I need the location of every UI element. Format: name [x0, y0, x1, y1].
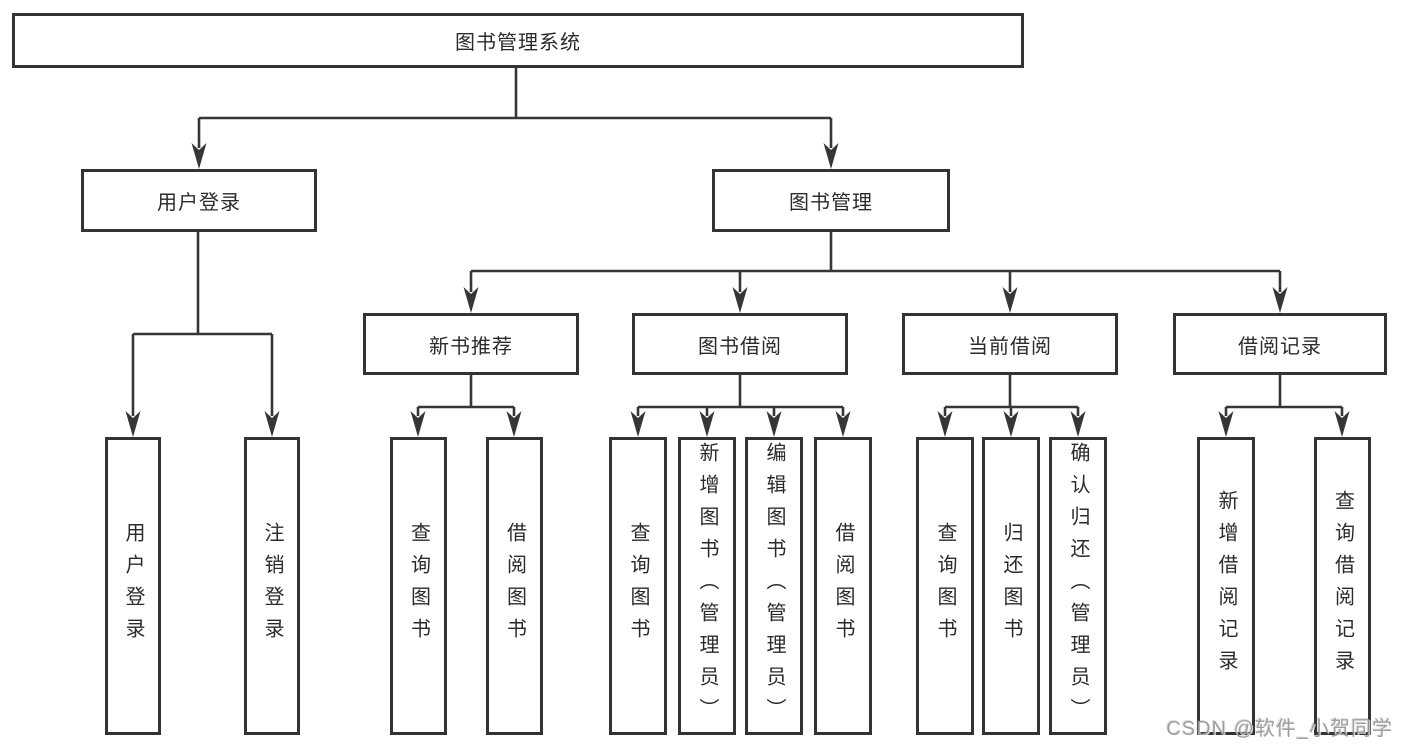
leaf-bb-borrow-books: 借阅图书	[814, 437, 872, 735]
leaf-user-login-label: 用户登录	[122, 522, 144, 650]
connector-book-borrow-to-leaves	[630, 374, 851, 437]
node-book-mgmt: 图书管理	[712, 169, 950, 232]
leaf-cb-confirm-return-admin: 确认归还（管理员）	[1049, 437, 1107, 735]
leaf-br-query-record: 查询借阅记录	[1314, 437, 1371, 735]
connector-book-mgmt-to-level3	[463, 231, 1288, 313]
leaf-logout: 注销登录	[244, 437, 300, 735]
node-new-book-rec: 新书推荐	[363, 313, 579, 375]
leaf-bb-edit-books-admin: 编辑图书（管理员）	[745, 437, 803, 735]
leaf-cb-return-books-label: 归还图书	[1000, 522, 1022, 650]
leaf-br-query-record-label: 查询借阅记录	[1331, 490, 1354, 682]
connector-new-book-rec-to-leaves	[410, 374, 522, 437]
node-borrow-records: 借阅记录	[1173, 313, 1387, 375]
leaf-cb-return-books: 归还图书	[982, 437, 1040, 735]
leaf-cb-query-books: 查询图书	[916, 437, 974, 735]
node-user-login: 用户登录	[81, 169, 317, 232]
connector-current-borrow-to-leaves	[937, 374, 1086, 437]
connector-user-login-to-leaves	[125, 231, 280, 437]
connector-root-to-level2	[191, 66, 839, 169]
leaf-bb-add-books-admin-label: 新增图书（管理员）	[696, 442, 718, 730]
leaf-bb-add-books-admin: 新增图书（管理员）	[678, 437, 736, 735]
node-book-borrow: 图书借阅	[632, 313, 848, 375]
leaf-bb-edit-books-admin-label: 编辑图书（管理员）	[763, 442, 785, 730]
connector-borrow-records-to-leaves	[1218, 374, 1350, 437]
leaf-bb-query-books: 查询图书	[609, 437, 667, 735]
leaf-br-add-record: 新增借阅记录	[1197, 437, 1255, 735]
leaf-nbr-borrow-books-label: 借阅图书	[503, 522, 526, 650]
leaf-br-add-record-label: 新增借阅记录	[1215, 490, 1237, 682]
leaf-nbr-query-books: 查询图书	[390, 437, 447, 735]
csdn-watermark: CSDN @软件_小贺同学	[1166, 718, 1393, 740]
node-current-borrow: 当前借阅	[902, 313, 1118, 375]
leaf-cb-confirm-return-admin-label: 确认归还（管理员）	[1067, 442, 1089, 730]
leaf-logout-label: 注销登录	[261, 522, 283, 650]
leaf-cb-query-books-label: 查询图书	[934, 522, 956, 650]
leaf-bb-query-books-label: 查询图书	[627, 522, 649, 650]
leaf-bb-borrow-books-label: 借阅图书	[832, 522, 854, 650]
leaf-nbr-query-books-label: 查询图书	[407, 522, 430, 650]
node-root: 图书管理系统	[12, 13, 1024, 68]
leaf-nbr-borrow-books: 借阅图书	[486, 437, 543, 735]
leaf-user-login: 用户登录	[105, 437, 161, 735]
